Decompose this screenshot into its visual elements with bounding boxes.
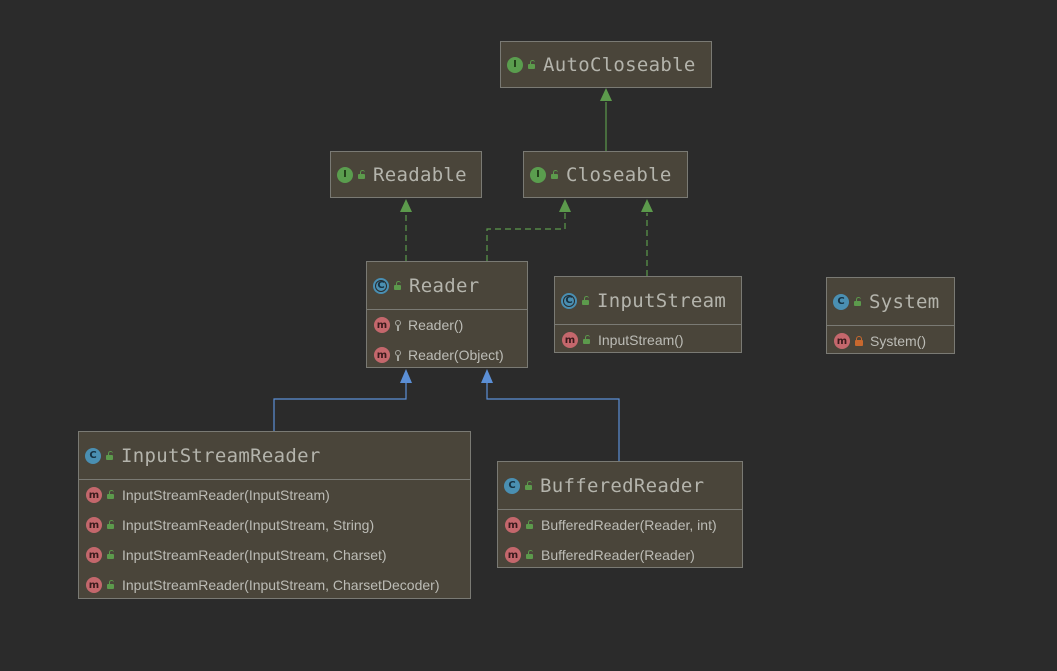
class-icon: C [504,477,520,494]
method-row[interactable]: m Reader(Object) [367,340,527,370]
node-title: InputStream [597,289,727,312]
interface-icon: I [530,166,546,183]
public-visibility-icon [853,296,863,307]
public-visibility-icon [582,335,592,345]
node-header: I Readable [331,152,481,197]
method-row[interactable]: m System() [827,326,954,356]
public-visibility-icon [527,59,537,70]
node-header: I AutoCloseable [501,42,711,87]
node-header: C System [827,278,954,326]
method-row[interactable]: m BufferedReader(Reader, int) [498,510,742,540]
method-signature: BufferedReader(Reader) [541,547,695,563]
method-row[interactable]: m InputStreamReader(InputStream, Charset… [79,540,470,570]
public-visibility-icon [106,490,116,500]
node-header: I Closeable [524,152,687,197]
method-row[interactable]: m BufferedReader(Reader) [498,540,742,570]
node-reader[interactable]: C Reader m Reader() m Reader(Object) [366,261,528,368]
interface-icon: I [507,56,523,73]
node-title: Closeable [566,163,672,186]
edge-inputstream-closeable [641,199,653,276]
edge-reader-readable [400,199,412,261]
node-title: AutoCloseable [543,53,696,76]
node-title: BufferedReader [540,474,705,497]
node-title: System [869,290,940,313]
public-visibility-icon [105,450,115,461]
public-visibility-icon [106,580,116,590]
method-signature: InputStreamReader(InputStream, CharsetDe… [122,577,440,593]
public-visibility-icon [581,295,591,306]
method-icon: m [505,517,521,533]
method-row[interactable]: m InputStream() [555,325,741,355]
method-signature: Reader(Object) [408,347,504,363]
public-visibility-icon [550,169,560,180]
public-visibility-icon [525,550,535,560]
method-signature: System() [870,333,926,349]
edge-bufferedreader-reader [481,369,620,461]
method-icon: m [562,332,578,348]
private-lock-icon [854,336,864,346]
node-system[interactable]: C System m System() [826,277,955,354]
method-signature: InputStreamReader(InputStream, String) [122,517,375,533]
method-signature: InputStreamReader(InputStream, Charset) [122,547,387,563]
node-readable[interactable]: I Readable [330,151,482,198]
node-title: Reader [409,274,480,297]
node-header: C InputStream [555,277,741,325]
package-visibility-icon [394,350,402,361]
method-icon: m [86,487,102,503]
method-icon: m [374,347,390,363]
method-icon: m [86,517,102,533]
method-row[interactable]: m Reader() [367,310,527,340]
method-icon: m [505,547,521,563]
public-visibility-icon [106,520,116,530]
package-visibility-icon [394,320,402,331]
node-closeable[interactable]: I Closeable [523,151,688,198]
method-icon: m [374,317,390,333]
node-header: C BufferedReader [498,462,742,510]
node-inputstream[interactable]: C InputStream m InputStream() [554,276,742,353]
abstract-class-icon: C [373,277,389,294]
node-header: C Reader [367,262,527,310]
public-visibility-icon [524,480,534,491]
node-bufferedreader[interactable]: C BufferedReader m BufferedReader(Reader… [497,461,743,568]
node-autocloseable[interactable]: I AutoCloseable [500,41,712,88]
method-row[interactable]: m InputStreamReader(InputStream, Charset… [79,570,470,600]
method-icon: m [86,577,102,593]
edge-closeable-autocloseable [600,88,612,151]
method-icon: m [86,547,102,563]
public-visibility-icon [393,280,403,291]
node-header: C InputStreamReader [79,432,470,480]
public-visibility-icon [525,520,535,530]
interface-icon: I [337,166,353,183]
class-icon: C [85,447,101,464]
method-icon: m [834,333,850,349]
method-row[interactable]: m InputStreamReader(InputStream) [79,480,470,510]
node-title: Readable [373,163,467,186]
abstract-class-icon: C [561,292,577,309]
final-class-icon: C [833,293,849,310]
method-signature: InputStream() [598,332,684,348]
node-inputstreamreader[interactable]: C InputStreamReader m InputStreamReader(… [78,431,471,599]
node-title: InputStreamReader [121,444,321,467]
method-row[interactable]: m InputStreamReader(InputStream, String) [79,510,470,540]
edge-reader-closeable [486,199,571,261]
edge-inputstreamreader-reader [273,369,412,431]
public-visibility-icon [357,169,367,180]
method-signature: Reader() [408,317,464,333]
public-visibility-icon [106,550,116,560]
method-signature: BufferedReader(Reader, int) [541,517,717,533]
method-signature: InputStreamReader(InputStream) [122,487,330,503]
